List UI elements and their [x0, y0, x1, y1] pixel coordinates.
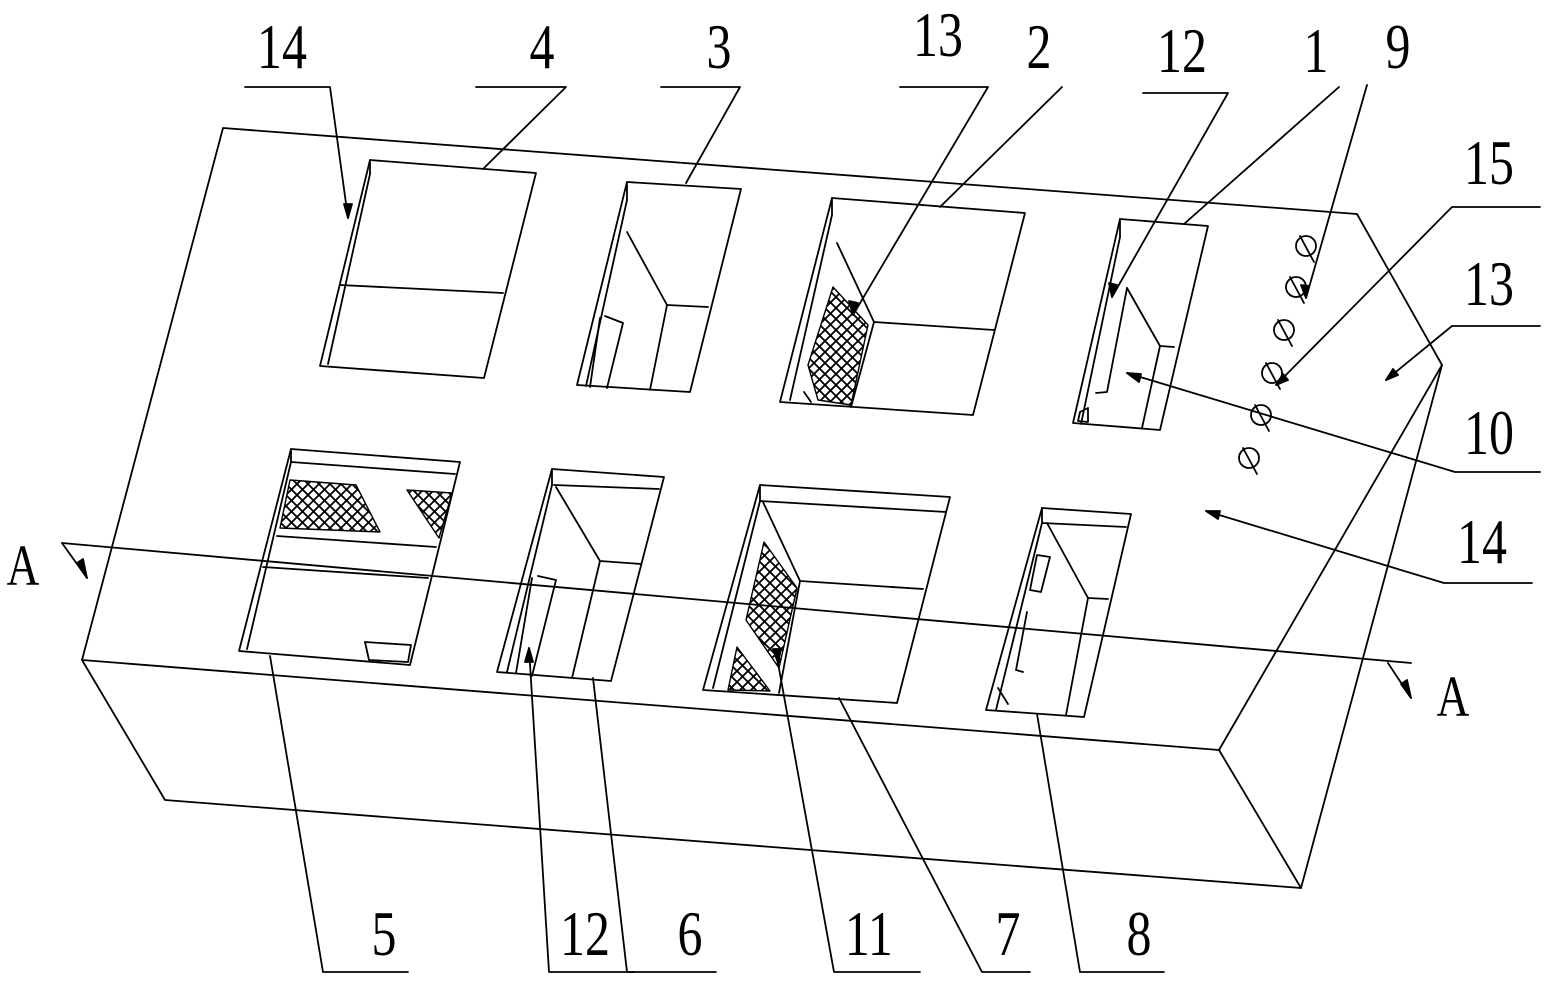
indicator-light	[1238, 447, 1260, 475]
section-letter-left: A	[7, 535, 40, 599]
compartment-8	[985, 507, 1132, 718]
label-12-top: 12	[1157, 16, 1207, 86]
label-7: 7	[996, 899, 1021, 969]
callout-labels: 14 4 3 13 2 12 1 9 15 13 10 14 5 12 6 11…	[257, 0, 1514, 969]
compartment-2	[779, 197, 1026, 416]
label-8: 8	[1127, 899, 1152, 969]
label-12-bottom: 12	[560, 899, 610, 969]
label-5: 5	[372, 899, 397, 969]
label-14-right: 14	[1457, 507, 1507, 577]
indicator-light	[1250, 404, 1272, 432]
compartment-5	[238, 448, 461, 666]
box-right-edge	[1300, 364, 1443, 889]
box-top-face	[81, 127, 1443, 751]
indicator-light	[1273, 319, 1295, 347]
compartment-4	[319, 159, 537, 379]
compartment-3	[576, 181, 742, 393]
label-4: 4	[530, 12, 555, 82]
section-letter-right: A	[1437, 666, 1470, 730]
label-13-right: 13	[1464, 249, 1514, 319]
leader-lines	[244, 84, 1541, 973]
compartment-6	[496, 468, 665, 682]
label-2: 2	[1027, 12, 1052, 82]
indicator-light	[1295, 235, 1317, 263]
label-15: 15	[1464, 128, 1514, 198]
label-11: 11	[845, 899, 893, 969]
label-1: 1	[1304, 16, 1329, 86]
label-9: 9	[1386, 12, 1411, 82]
label-14-top: 14	[257, 12, 307, 82]
hatch-5b	[406, 489, 453, 539]
indicator-light	[1261, 362, 1283, 390]
label-13-top: 13	[913, 0, 963, 70]
label-6: 6	[678, 899, 703, 969]
compartment-7	[702, 484, 951, 704]
compartment-1	[1072, 218, 1209, 431]
hatch-2	[807, 286, 869, 406]
label-10: 10	[1464, 398, 1514, 468]
box-front-face	[81, 659, 1302, 889]
indicator-lights	[1238, 235, 1317, 475]
section-line: A A	[7, 535, 1470, 730]
label-3: 3	[707, 12, 732, 82]
hatch-7b	[727, 646, 771, 692]
hatch-5a	[279, 479, 381, 533]
